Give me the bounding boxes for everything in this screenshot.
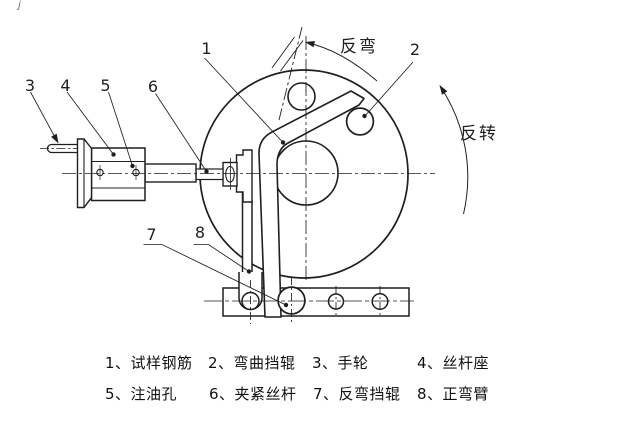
legend-item-5: 5、注油孔	[105, 385, 178, 403]
reverse-bend-arrowhead	[305, 41, 315, 48]
legend-item-8: 8、正弯臂	[417, 385, 490, 403]
leader-6	[155, 93, 207, 172]
callout-4: 4	[60, 76, 70, 95]
phantom-axis-line	[278, 26, 303, 121]
callout-7: 7	[146, 225, 156, 244]
leader-7	[143, 244, 287, 306]
callout-1: 1	[201, 39, 211, 58]
phantom-arm-edge-left	[271, 36, 295, 69]
leader-2-dot	[362, 113, 367, 119]
leader-5	[108, 91, 133, 167]
callout-6: 6	[148, 77, 158, 96]
legend-item-3: 3、手轮	[312, 354, 369, 372]
leader-4	[66, 91, 114, 155]
phantom-reverse-position	[271, 26, 304, 121]
callout-3: 3	[25, 76, 35, 95]
reverse-rotation-arrowhead	[439, 85, 448, 95]
legend-item-6: 6、夹紧丝杆	[209, 385, 297, 403]
phantom-arm-edge-right	[280, 40, 304, 72]
reverse-rotation-arc	[439, 85, 469, 215]
leader-2	[364, 61, 414, 117]
leader-1	[204, 57, 284, 143]
clamp-plate	[235, 149, 253, 203]
stray-scan-mark: j	[18, 0, 21, 11]
legend-item-2: 2、弯曲挡辊	[208, 354, 296, 372]
callout-2: 2	[410, 40, 420, 59]
disc-top-hole	[287, 82, 316, 111]
leader-8	[193, 244, 250, 272]
callout-8: 8	[195, 223, 205, 242]
clamp-screw-assembly	[40, 138, 253, 209]
direction-labels: 反弯 反转	[340, 37, 498, 144]
callout-5: 5	[100, 76, 110, 95]
reverse-bend-label: 反弯	[340, 37, 378, 57]
leader-3-arrowhead	[51, 133, 59, 144]
leader-7-dot	[283, 302, 289, 308]
leader-1-dot	[280, 140, 286, 145]
leader-6-dot	[204, 169, 209, 174]
callout-numbers: 1 2 3 4 5 6 7 8	[25, 39, 420, 244]
legend-item-4: 4、丝杆座	[417, 354, 490, 372]
screw-slot	[225, 165, 235, 183]
legend-item-7: 7、反弯挡辊	[313, 385, 401, 403]
screw-shaft-wide	[144, 163, 197, 183]
leader-8-dot	[246, 269, 252, 274]
bend-stop-roller	[345, 107, 375, 136]
legend-item-1: 1、试样钢筋	[105, 354, 193, 372]
leader-5-dot	[130, 163, 135, 169]
sample-rebar	[258, 90, 365, 318]
direction-arrows	[305, 41, 469, 215]
leader-4-dot	[111, 152, 116, 157]
leader-3	[30, 91, 58, 142]
callout-leaders	[30, 57, 414, 308]
reverse-rotation-label: 反转	[460, 124, 498, 144]
hub-circle	[273, 140, 339, 206]
screw-shaft-narrow	[195, 168, 224, 181]
arm-body-fill	[242, 178, 252, 276]
